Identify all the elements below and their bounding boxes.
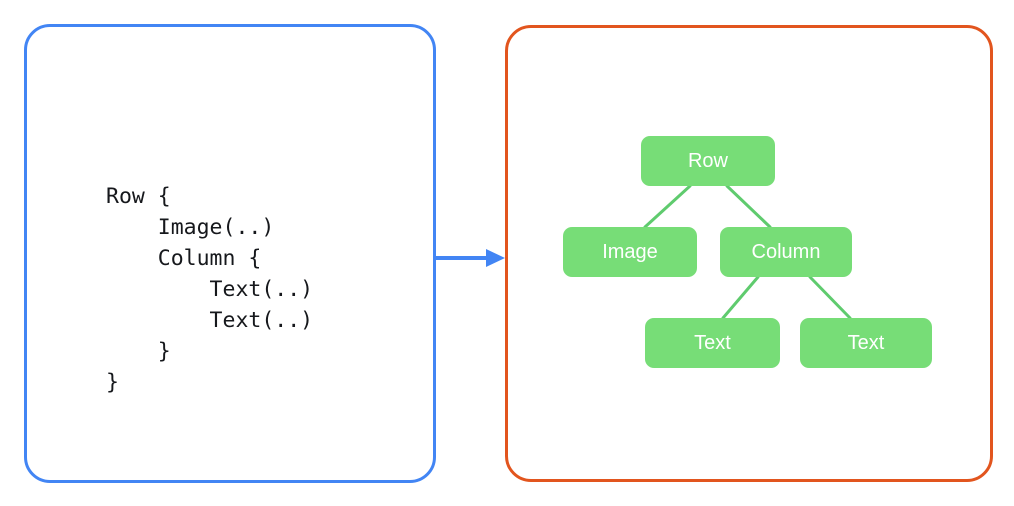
tree-edges	[643, 184, 852, 320]
edge-row-image	[643, 184, 692, 229]
arrow-right-icon	[436, 249, 505, 267]
tree-node-image[interactable]: Image	[563, 227, 697, 277]
tree-node-text-1[interactable]: Text	[645, 318, 780, 368]
code-panel: Row { Image(..) Column { Text(..) Text(.…	[24, 24, 436, 483]
tree-node-row[interactable]: Row	[641, 136, 775, 186]
edge-row-column	[725, 184, 772, 229]
code-snippet: Row { Image(..) Column { Text(..) Text(.…	[106, 184, 314, 395]
edge-column-text1	[721, 275, 760, 320]
tree-node-column[interactable]: Column	[720, 227, 852, 277]
component-tree: Row Image Column Text Text	[505, 25, 993, 482]
edge-column-text2	[808, 275, 852, 320]
tree-node-text-2[interactable]: Text	[800, 318, 932, 368]
